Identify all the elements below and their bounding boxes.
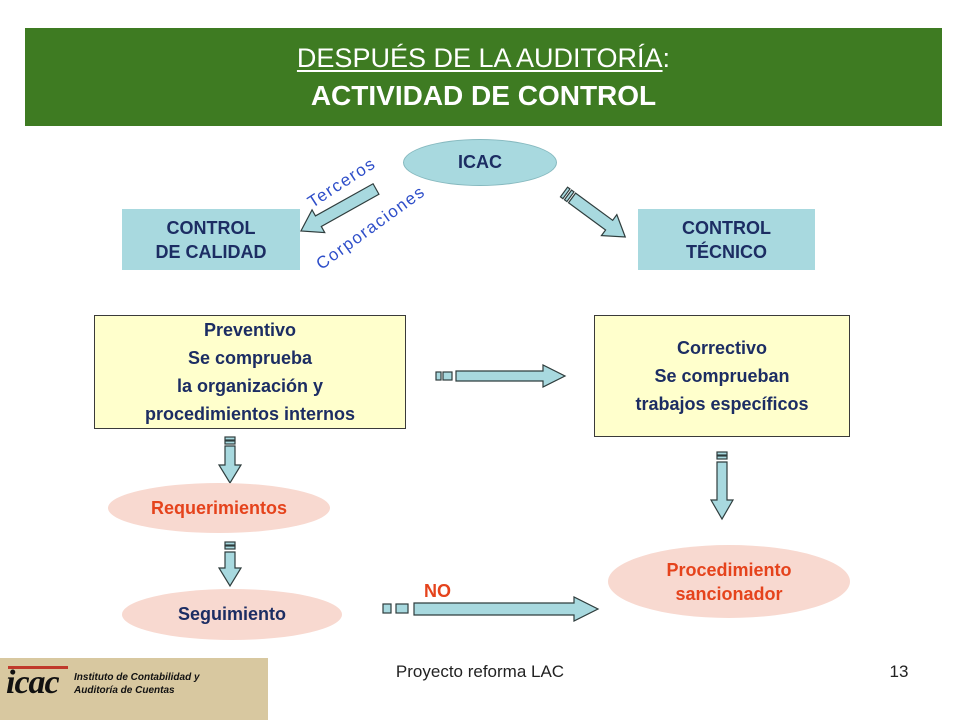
node-control-calidad: CONTROL DE CALIDAD: [122, 209, 300, 270]
node-icac: ICAC: [403, 139, 557, 186]
node-procedimiento-line-2: sancionador: [675, 583, 783, 604]
node-requerimientos: Requerimientos: [108, 483, 330, 533]
arrow-preventivo-to-correctivo: [435, 364, 567, 388]
node-seguimiento: Seguimiento: [122, 589, 342, 640]
node-preventivo-line-4: procedimientos internos: [144, 404, 356, 424]
logo-line-1: Instituto de Contabilidad y: [74, 672, 200, 683]
node-procedimiento-line-1: Procedimiento: [666, 559, 792, 580]
node-correctivo-line-2: Se comprueban: [654, 366, 790, 386]
arrow-preventivo-to-requerimientos: [217, 436, 243, 485]
page-number: 13: [889, 662, 909, 681]
icac-logo: icac Instituto de Contabilidad y Auditor…: [0, 658, 268, 720]
arrow-requerimientos-to-seguimiento: [217, 541, 243, 588]
title-underlined-text: DESPUÉS DE LA AUDITORÍA: [296, 43, 663, 73]
logo-accent-bar: [8, 666, 68, 669]
node-control-calidad-line-2: DE CALIDAD: [155, 241, 267, 262]
node-control-tecnico-line-2: TÉCNICO: [686, 241, 767, 262]
node-seguimiento-label: Seguimiento: [177, 604, 286, 624]
node-preventivo-line-3: la organización y: [176, 376, 324, 396]
title-banner: DESPUÉS DE LA AUDITORÍA: ACTIVIDAD DE CO…: [25, 28, 942, 126]
node-procedimiento-sancionador: Procedimiento sancionador: [608, 545, 850, 618]
node-preventivo-line-1: Preventivo: [203, 320, 297, 340]
arrow-correctivo-to-procedimiento: [709, 451, 735, 521]
logo-mark: icac: [6, 664, 60, 701]
node-correctivo-line-1: Correctivo: [676, 338, 768, 358]
node-correctivo: Correctivo Se comprueban trabajos especí…: [594, 315, 850, 437]
title-line-2: ACTIVIDAD DE CONTROL: [310, 80, 657, 111]
edge-label-no: NO: [424, 581, 451, 601]
footer-title: Proyecto reforma LAC: [395, 662, 565, 681]
node-control-calidad-line-1: CONTROL: [166, 217, 256, 238]
node-preventivo-line-2: Se comprueba: [187, 348, 313, 368]
title-colon: :: [662, 43, 671, 73]
arrow-icac-to-control-tecnico: [559, 186, 627, 238]
node-control-tecnico: CONTROL TÉCNICO: [638, 209, 815, 270]
node-preventivo: Preventivo Se comprueba la organización …: [94, 315, 406, 429]
node-control-tecnico-line-1: CONTROL: [682, 217, 771, 238]
arrow-seguimiento-to-procedimiento: [382, 596, 600, 622]
node-icac-label: ICAC: [458, 152, 502, 172]
arrow-icac-to-control-calidad: [299, 182, 380, 234]
node-correctivo-line-3: trabajos específicos: [635, 394, 809, 414]
title-line-1: DESPUÉS DE LA AUDITORÍA:: [25, 42, 942, 74]
logo-line-2: Auditoría de Cuentas: [74, 685, 175, 696]
node-requerimientos-label: Requerimientos: [150, 497, 288, 518]
